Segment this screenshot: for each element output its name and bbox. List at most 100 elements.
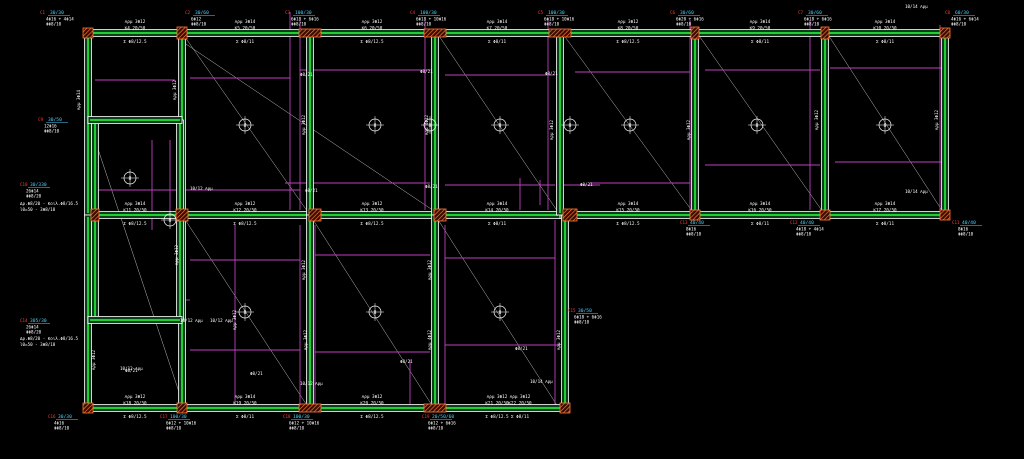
slab-diagonal-2 [434,29,561,216]
column-id-3: C4 [410,10,416,15]
column-rebar-8: 12Φ16 [44,124,57,129]
column-ties-14: ΦΦ8/10 [574,320,590,325]
beam-stirrup-label-6: Σ Φ8/11 [876,39,895,45]
column-id-14: C15 [568,308,576,313]
column-id-1: C2 [185,10,191,15]
beam-id-label-0: Κ4 20/50 [125,26,146,32]
slab-marker-label-6: Π [129,176,132,182]
beam-id-label-17: Κ21 20/50 [485,401,509,407]
column-9 [175,208,189,222]
beam-top-label-17: Αρμ 3Φ12 [487,394,508,400]
column-17 [176,402,188,414]
beam-stirrup-label-5: Σ Φ8/11 [751,39,770,45]
beam-stirrup-label-1: Σ Φ8/11 [236,39,255,45]
column-size-2: 100/30 [295,10,312,16]
beam-id-label-8: Κ12 20/50 [233,208,257,214]
beam-top-label-3: Αρμ 3Φ14 [487,19,508,25]
beam-side-label-15: Αρμ 3Φ12 [232,309,237,330]
beam-stirrup-label-9: Σ Φ8/12.5 [360,221,384,227]
beam-id-label-10: Κ14 20/50 [485,208,509,214]
column-10 [308,208,322,222]
beam-side-label-5: Αρμ 3Φ12 [686,119,691,140]
column-id-18: C19 [422,414,430,419]
extra-bar-label-6: 10/12 Αρμ [120,366,143,371]
extra-bar-label-2: 10/12 Αρμ [180,318,203,323]
column-id-17: C18 [283,414,291,419]
column-id-4: C5 [538,10,544,15]
column-2 [298,28,322,38]
column-id-7: C8 [945,10,951,15]
beam-side-label-4: Αρμ 3Φ12 [549,119,554,140]
column-rebar-7: 4Φ16 + 6Φ14 [951,17,979,22]
beam-id-label-13: Κ17 20/50 [873,208,897,214]
beam-side-label-2: Αρμ 3Φ12 [301,114,306,135]
beam-stirrup-label-12: Σ Φ8/11 [751,221,770,227]
column-rebar-9: 26Φ14 [26,189,39,194]
column-id-9: C10 [20,182,28,187]
column-ties-1: ΦΦ8/10 [191,22,207,27]
column-size-13: 305/30 [30,318,47,324]
beam-stirrup-label-7: Σ Φ8/12.5 [123,221,147,227]
beam-id-label-12: Κ16 20/50 [748,208,772,214]
column-size-12: 40/40 [690,220,704,226]
beam-stirrup-label-2: Σ Φ8/12.5 [360,39,384,45]
beam-id-label-4: Κ8 20/50 [618,26,639,32]
beam-stirrup-label-4: Σ Φ8/12.5 [616,39,640,45]
column-detail-note: Δρ.Φ8/20 - Κοιλ.Φ8/16.5 [20,336,78,341]
column-id-16: C17 [160,414,168,419]
column-size-10: 40/40 [962,220,976,226]
beam-side-label-14: Αρμ 3Φ12 [91,349,96,370]
column-rebar-2: 6Φ18 + 6Φ16 [291,17,319,22]
beam-top-label-16: Αρμ 3Φ12 [362,394,383,400]
extra-bar-label-0: 10/14 Αρμ [905,4,928,9]
column-size-4: 100/30 [548,10,565,16]
column-rebar-0: 4Φ16 + 4Φ14 [46,17,74,22]
beam-top-label-10: Αρμ 3Φ14 [487,201,508,207]
slab-rebar-label-6: Φ8/21 [400,359,413,364]
slab-rebar-label-7: Φ8/21 [515,346,528,351]
slab-marker-label-8: Π [374,310,377,316]
column-size-5: 30/60 [680,10,694,16]
column-rebar-3: 6Φ18 + 10Φ16 [416,17,447,22]
column-13 [689,209,701,221]
column-size-3: 100/30 [420,10,437,16]
slab-diagonal-7 [309,214,436,411]
column-ties-13: ΦΦ8/20 [26,330,42,335]
column-size-18: 20/50/60 [432,414,454,420]
beam-side-label-10: Αρμ 4Φ12 [427,329,432,350]
column-rebar-5: 6Φ20 + 6Φ16 [676,17,704,22]
column-15 [939,209,951,221]
beam-id-label-11: Κ15 20/50 [616,208,640,214]
slab-marker-label-10: Π [169,218,172,224]
column-size-15: 30/30 [58,414,72,420]
slab-marker-label-2: Π [499,123,502,129]
slab-rebar-label-0: Φ8/21 [300,72,313,77]
column-rebar-4: 6Φ18 + 10Φ16 [544,17,575,22]
slab-marker-label-3: Π [629,123,632,129]
column-detail-note: l0=50 - 3Φ8/18 [20,342,56,347]
beam-top-label-1: Αρμ 3Φ14 [235,19,256,25]
column-12 [562,208,578,222]
column-rebar-14: 6Φ18 + 6Φ16 [574,315,602,320]
beam-top-label-4: Αρμ 3Φ12 [618,19,639,25]
column-rebar-18: 6Φ12 + 6Φ16 [428,421,456,426]
beam-stirrup-label-18: Σ Φ8/11 [511,414,530,420]
column-8 [90,208,100,222]
beam-stirrup-label-13: Σ Φ8/11 [876,221,895,227]
column-rebar-12: 8Φ16 [686,227,697,232]
column-ties-16: ΦΦ8/10 [166,426,182,431]
beam-top-label-18: Αρμ 3Φ12 [510,394,531,400]
beam-top-label-12: Αρμ 3Φ14 [750,201,771,207]
column-size-6: 30/60 [808,10,822,16]
column-size-14: 30/50 [578,308,592,314]
beam-top-label-7: Αρμ 3Φ14 [125,201,146,207]
beam-top-label-9: Αρμ 3Φ12 [362,201,383,207]
slab-marker-label-4: Π [756,123,759,129]
beam-top-label-15: Αρμ 3Φ14 [235,394,256,400]
column-id-8: C9 [38,117,44,122]
slab-marker-label-9: Π [499,310,502,316]
beam-top-label-11: Αρμ 3Φ14 [618,201,639,207]
slab-marker-label-11: Π [429,123,432,129]
beam-stirrup-label-15: Σ Φ8/11 [236,414,255,420]
column-ties-10: ΦΦ8/10 [958,232,974,237]
